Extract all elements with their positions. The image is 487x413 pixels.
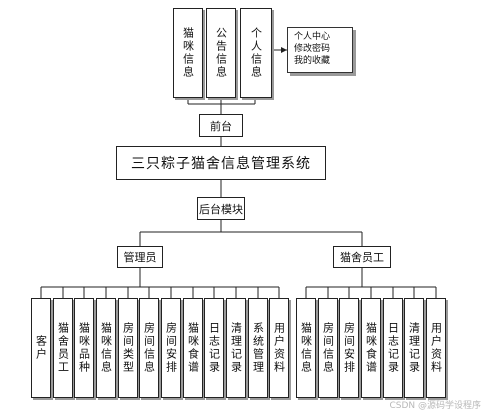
module-personal-info: 个人信息 xyxy=(240,8,272,98)
staff-module-label: 清理记录 xyxy=(407,322,421,374)
frontend-box: 前台 xyxy=(199,114,243,137)
admin-module-label: 日志记录 xyxy=(207,322,221,374)
submenu-item: 个人中心 xyxy=(294,32,331,42)
staff-module-box: 猫咪信息 xyxy=(296,298,316,398)
backend-label: 后台模块 xyxy=(199,202,243,216)
admin-module-label: 房间安排 xyxy=(164,322,178,374)
admin-module-label: 用户资料 xyxy=(272,322,286,374)
staff-module-box: 猫咪食谱 xyxy=(361,298,381,398)
staff-module-label: 猫咪食谱 xyxy=(364,322,378,374)
staff-module-box: 日志记录 xyxy=(383,298,403,398)
module-label: 公告信息 xyxy=(214,27,228,79)
admin-module-box: 猫咪食谱 xyxy=(183,298,203,398)
staff-module-label: 用户资料 xyxy=(429,322,443,374)
module-cat-info: 猫咪信息 xyxy=(173,8,203,98)
admin-module-label: 房间信息 xyxy=(142,322,156,374)
admin-module-label: 房间类型 xyxy=(121,322,135,374)
admin-module-label: 系统管理 xyxy=(251,322,265,374)
admin-module-box: 清理记录 xyxy=(226,298,246,398)
admin-module-label: 猫咪品种 xyxy=(77,322,91,374)
staff-role-box: 猫舍员工 xyxy=(333,246,391,268)
admin-module-box: 猫咪信息 xyxy=(96,298,116,398)
personal-submenu-note: 个人中心 修改密码 我的收藏 xyxy=(287,27,353,73)
staff-label: 猫舍员工 xyxy=(340,251,384,264)
frontend-label: 前台 xyxy=(210,119,232,133)
admin-module-label: 清理记录 xyxy=(229,322,243,374)
admin-module-box: 房间类型 xyxy=(118,298,138,398)
watermark: CSDN @源码学设程序 xyxy=(389,401,481,411)
admin-module-label: 猫舍员工 xyxy=(56,322,70,374)
staff-module-box: 清理记录 xyxy=(404,298,424,398)
backend-box: 后台模块 xyxy=(197,197,245,220)
submenu-item: 我的收藏 xyxy=(294,56,331,66)
module-notice-info: 公告信息 xyxy=(206,8,236,98)
admin-module-box: 房间安排 xyxy=(161,298,181,398)
module-label: 猫咪信息 xyxy=(181,27,195,79)
admin-module-label: 客户 xyxy=(34,335,48,361)
admin-role-box: 管理员 xyxy=(117,246,163,268)
staff-module-label: 房间信息 xyxy=(321,322,335,374)
admin-module-box: 客户 xyxy=(31,298,51,398)
admin-label: 管理员 xyxy=(123,251,157,264)
admin-module-label: 猫咪食谱 xyxy=(186,322,200,374)
admin-module-box: 系统管理 xyxy=(248,298,268,398)
arrow-head-icon xyxy=(281,47,287,53)
staff-module-label: 房间安排 xyxy=(342,322,356,374)
admin-module-box: 日志记录 xyxy=(204,298,224,398)
admin-module-label: 猫咪信息 xyxy=(99,322,113,374)
system-title-box: 三只粽子猫舍信息管理系统 xyxy=(116,146,326,180)
module-label: 个人信息 xyxy=(249,27,263,79)
admin-module-box: 用户资料 xyxy=(269,298,289,398)
admin-module-box: 房间信息 xyxy=(139,298,159,398)
staff-module-box: 房间信息 xyxy=(318,298,338,398)
system-title: 三只粽子猫舍信息管理系统 xyxy=(131,156,311,172)
staff-module-box: 用户资料 xyxy=(426,298,446,398)
admin-module-box: 猫咪品种 xyxy=(74,298,94,398)
submenu-item: 修改密码 xyxy=(294,44,331,54)
staff-module-label: 日志记录 xyxy=(386,322,400,374)
staff-module-box: 房间安排 xyxy=(339,298,359,398)
staff-module-label: 猫咪信息 xyxy=(299,322,313,374)
admin-module-box: 猫舍员工 xyxy=(53,298,73,398)
